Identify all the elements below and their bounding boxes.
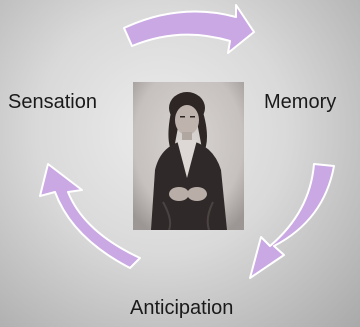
- node-label-anticipation: Anticipation: [130, 297, 234, 319]
- node-label-sensation: Sensation: [8, 91, 97, 113]
- arrow-anticipation-to-sensation: [39, 163, 141, 269]
- node-label-memory: Memory: [264, 91, 337, 113]
- portrait-photo: [133, 82, 244, 230]
- arrow-memory-to-anticipation: [249, 163, 335, 279]
- arrow-sensation-to-memory: [123, 4, 255, 54]
